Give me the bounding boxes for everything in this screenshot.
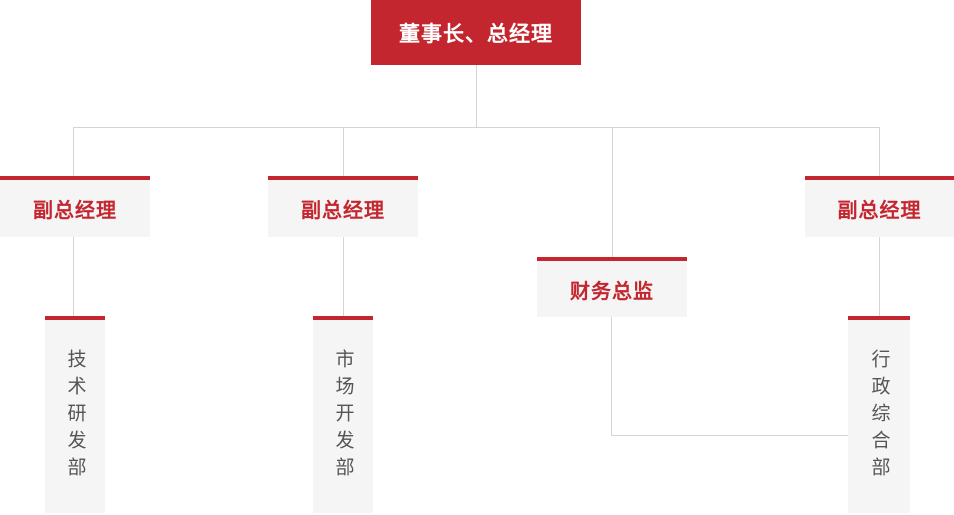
connector-cfo-down [611,316,612,436]
connector-vp-left-dept [73,237,74,316]
connector-main-horizontal [73,127,880,128]
node-vp-mid: 副总经理 [268,176,418,237]
node-label: 副总经理 [33,200,117,222]
node-vp-right: 副总经理 [805,176,954,237]
node-label: 市场开发部 [332,349,354,484]
node-chairman-general-manager: 董事长、总经理 [371,0,581,65]
node-label: 副总经理 [837,200,922,222]
connector-root-drop [476,65,477,127]
node-cfo: 财务总监 [537,257,687,317]
connector-drop-vp-mid [343,127,344,176]
node-label: 副总经理 [301,200,385,222]
connector-vp-right-dept [879,237,880,316]
node-label: 财务总监 [570,280,654,303]
connector-drop-vp-right [879,127,880,176]
connector-cfo-to-admin [611,435,848,436]
node-dept-admin-general: 行政综合部 [848,316,910,513]
node-dept-tech-rd: 技术研发部 [45,316,105,513]
node-label: 董事长、总经理 [399,22,553,46]
node-dept-market-dev: 市场开发部 [313,316,373,513]
node-label: 技术研发部 [64,349,86,484]
connector-drop-vp-left [73,127,74,176]
node-vp-left: 副总经理 [0,176,150,237]
node-label: 行政综合部 [868,349,890,484]
connector-drop-cfo [612,127,613,257]
connector-vp-mid-dept [343,237,344,316]
